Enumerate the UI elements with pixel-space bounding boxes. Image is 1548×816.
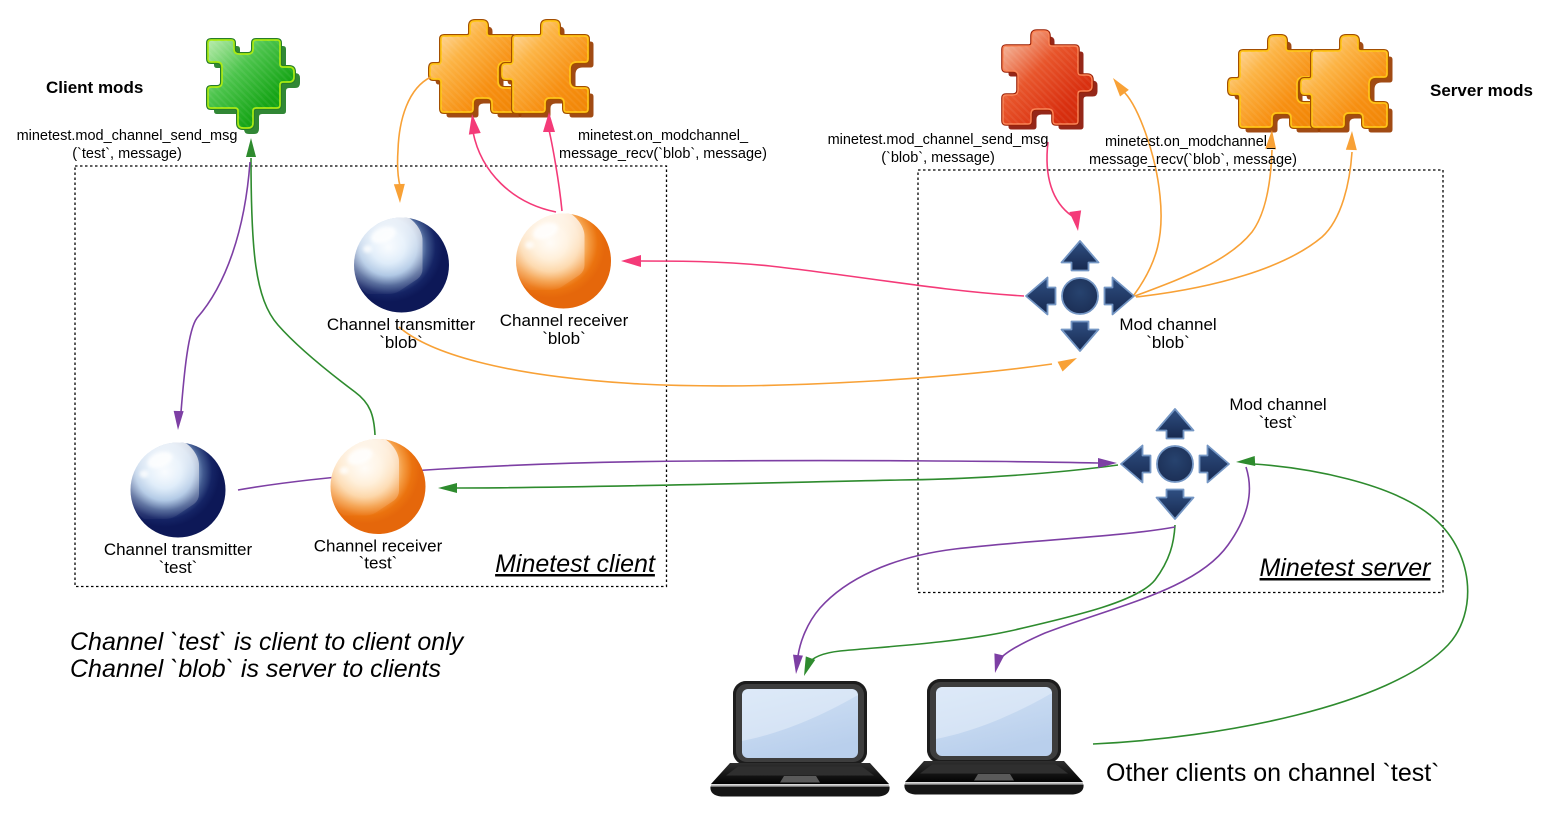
svg-text:(`blob`, message): (`blob`, message) <box>881 150 995 166</box>
svg-text:Mod channel: Mod channel <box>1229 395 1326 414</box>
svg-text:Channel receiver: Channel receiver <box>314 537 443 556</box>
svg-text:Minetest client: Minetest client <box>495 550 656 578</box>
svg-text:Server mods: Server mods <box>1430 81 1533 100</box>
svg-text:Channel `blob` is server to cl: Channel `blob` is server to clients <box>70 655 441 683</box>
svg-text:`blob`: `blob` <box>379 333 422 352</box>
svg-text:minetest.on_modchannel_: minetest.on_modchannel_ <box>578 128 749 144</box>
svg-text:minetest.on_modchannel_: minetest.on_modchannel_ <box>1105 134 1276 150</box>
svg-text:minetest.mod_channel_send_msg: minetest.mod_channel_send_msg <box>17 128 238 144</box>
svg-text:Channel `test` is client to cl: Channel `test` is client to client only <box>70 628 465 656</box>
svg-text:Other clients on channel `test: Other clients on channel `test` <box>1106 759 1440 787</box>
svg-text:Mod channel: Mod channel <box>1119 315 1216 334</box>
svg-text:message_recv(`blob`, message): message_recv(`blob`, message) <box>559 146 767 162</box>
svg-text:`test`: `test` <box>1259 413 1298 432</box>
svg-text:message_recv(`blob`, message): message_recv(`blob`, message) <box>1089 152 1297 168</box>
svg-text:Channel receiver: Channel receiver <box>500 311 629 330</box>
svg-text:Channel transmitter: Channel transmitter <box>327 315 476 334</box>
svg-text:`test`: `test` <box>359 554 398 573</box>
svg-text:Channel transmitter: Channel transmitter <box>104 540 253 559</box>
svg-text:minetest.mod_channel_send_msg: minetest.mod_channel_send_msg <box>828 132 1049 148</box>
svg-text:(`test`, message): (`test`, message) <box>72 146 182 162</box>
svg-text:Client mods: Client mods <box>46 78 143 97</box>
svg-text:`test`: `test` <box>159 558 198 577</box>
svg-text:`blob`: `blob` <box>542 329 585 348</box>
svg-text:Minetest server: Minetest server <box>1260 554 1433 582</box>
svg-text:`blob`: `blob` <box>1146 333 1189 352</box>
